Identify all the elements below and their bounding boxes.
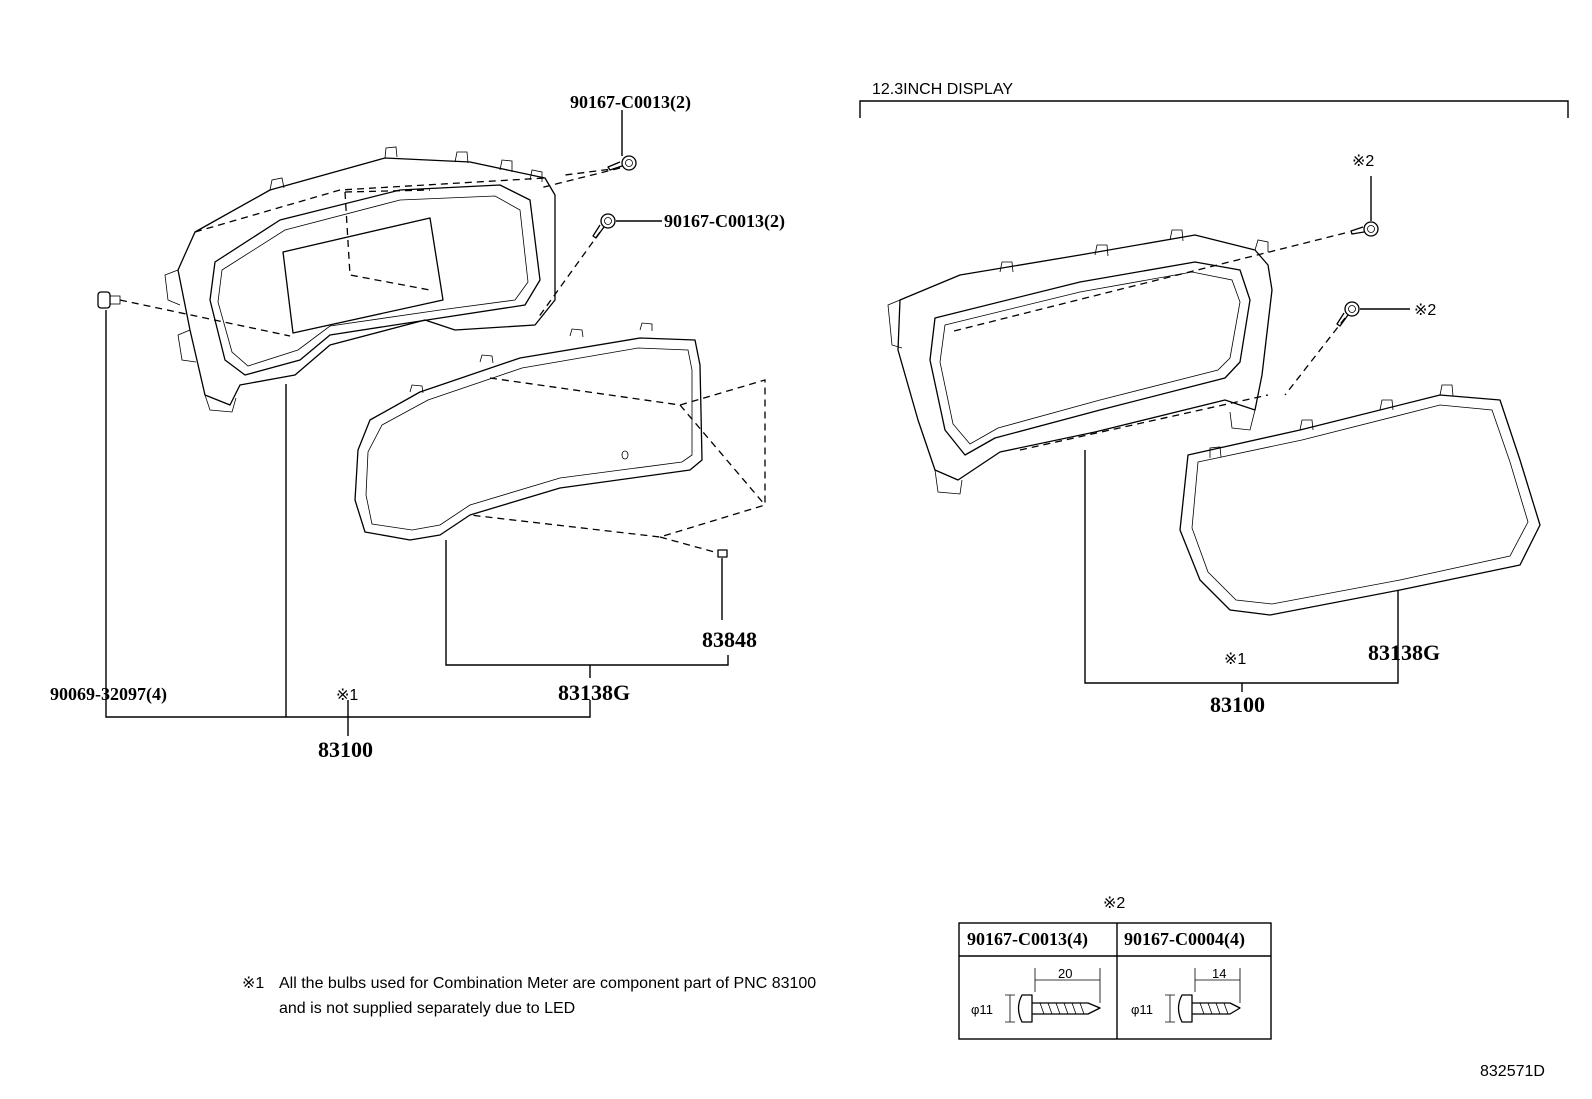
section-title: 12.3INCH DISPLAY [872, 81, 1013, 98]
screw-col1-diameter: φ11 [971, 1002, 993, 1017]
right-screw-side-icon[interactable] [1336, 301, 1360, 327]
footnote-mark: ※1 [242, 975, 264, 992]
screw-col2-diameter: φ11 [1131, 1002, 1153, 1017]
label-left-note-mark: ※1 [336, 687, 358, 704]
screw-table-col1-header: 90167-C0013(4) [967, 929, 1088, 950]
label-bolt-side: 90069-32097(4) [50, 684, 167, 705]
label-left-lens-part: 83138G [558, 680, 630, 705]
left-meter-housing[interactable] [164, 146, 556, 413]
right-leader-lines [1084, 176, 1410, 692]
left-bolt-top-1-icon[interactable] [607, 155, 637, 171]
left-bolt-side-icon[interactable] [97, 291, 121, 309]
footnote-line-1: All the bulbs used for Combination Meter… [279, 975, 816, 992]
label-bolt-top-1: 90167-C0013(2) [570, 92, 691, 113]
section-bracket [859, 100, 1569, 118]
left-clip[interactable] [717, 549, 728, 558]
label-left-clip-part: 83848 [702, 627, 757, 652]
left-leader-lines [105, 110, 729, 736]
right-screw-top-icon[interactable] [1350, 221, 1379, 237]
screw-col2-drawing-icon [1165, 968, 1241, 1023]
left-lens-cover[interactable] [354, 322, 703, 541]
screw-table-mark: ※2 [1103, 895, 1125, 912]
screw-table [958, 922, 1272, 1040]
diagram-id: 832571D [1480, 1063, 1545, 1080]
screw-col1-length: 20 [1058, 966, 1072, 981]
right-lens-cover[interactable] [1179, 384, 1541, 616]
label-bolt-top-2: 90167-C0013(2) [664, 211, 785, 232]
label-left-main-part: 83100 [318, 737, 373, 762]
screw-table-col2-header: 90167-C0004(4) [1124, 929, 1245, 950]
screw-col1-drawing-icon [1005, 968, 1101, 1023]
right-assembly-guides [949, 232, 1346, 451]
right-meter-housing[interactable] [887, 229, 1273, 495]
left-assembly-guides [119, 167, 766, 554]
left-bolt-top-2-icon[interactable] [592, 213, 616, 239]
label-right-main-part: 83100 [1210, 692, 1265, 717]
footnote-line-2: and is not supplied separately due to LE… [279, 1000, 575, 1017]
label-right-screw-mark-2: ※2 [1414, 302, 1436, 319]
label-right-note-mark: ※1 [1224, 651, 1246, 668]
label-right-lens-part: 83138G [1368, 640, 1440, 665]
screw-col2-length: 14 [1212, 966, 1226, 981]
label-right-screw-mark-1: ※2 [1352, 153, 1374, 170]
